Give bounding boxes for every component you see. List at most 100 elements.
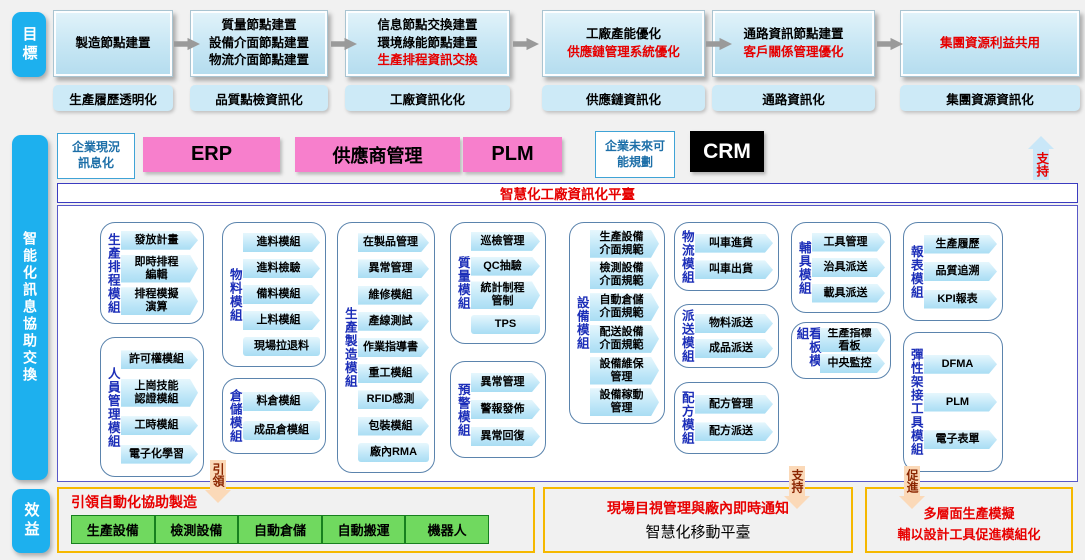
module-chip: KPI報表: [924, 290, 997, 309]
module-chip-list: 生產指標 看板中央監控: [820, 327, 885, 374]
module-chip: 作業指導書: [358, 338, 429, 357]
exchange-rail: 智能化訊息協助交換: [12, 135, 48, 480]
module-chip: 治具派送: [812, 258, 885, 277]
module-chip: 叫車進貨: [695, 234, 773, 253]
module-group-label: 質量模組: [455, 256, 470, 310]
module-chip-list: 生產設備 介面規範檢測設備 介面規範自動倉儲 介面規範配送設備 介面規範設備維保…: [590, 227, 659, 419]
benefit-item: 自動倉儲: [238, 515, 322, 544]
module-group-recipe: 配方模組配方管理配方派送: [674, 382, 779, 454]
module-chip: 電子化學習: [121, 445, 198, 464]
benefit-item: 機器人: [405, 515, 489, 544]
benefit-box-automation: 引領自動化協助製造 生產設備檢測設備自動倉儲自動搬運機器人: [57, 487, 535, 553]
flow-stage-line: 製造節點建置: [75, 35, 151, 50]
flow-stage-line: 環境綠能節點建置: [377, 35, 478, 50]
module-chip-list: 物料派送成品派送: [695, 309, 773, 363]
promote-arrow-label: 促進: [904, 466, 920, 496]
module-chip: 設備維保 管理: [590, 357, 659, 385]
system-box-plm: PLM: [463, 137, 562, 172]
flow-stage-box: 質量節點建置設備介面節點建置物流介面節點建置: [190, 10, 328, 77]
flow-arrow-icon: [513, 37, 539, 51]
flow-stage-box: 通路資訊節點建置客戶關係管理優化: [712, 10, 875, 77]
module-group-material: 物料模組進料模組進料檢驗備料模組上料模組現場拉退料: [222, 222, 326, 367]
flow-stage-line: 客戶關係管理優化: [743, 44, 844, 59]
module-chip: 成品倉模組: [243, 421, 320, 440]
module-chip: 生產指標 看板: [820, 328, 885, 352]
module-chip: QC抽驗: [471, 257, 540, 276]
module-chip-list: 工具管理治具派送載具派送: [812, 227, 885, 308]
flow-stage-line: 物流介面節點建置: [208, 53, 309, 68]
flow-stage-line: 生產排程資訊交換: [377, 53, 478, 68]
module-group-label: 生產製造模組: [342, 307, 357, 388]
platform-banner: 智慧化工廠資訊化平臺: [57, 183, 1078, 203]
module-chip: 配方管理: [695, 395, 773, 414]
module-chip: 發放計畫: [121, 231, 198, 250]
benefit-item: 檢測設備: [154, 515, 239, 544]
flow-stage-line: 集團資源利益共用: [939, 35, 1040, 50]
arrow-head-down: [899, 496, 925, 509]
module-group-label: 人員管理模組: [105, 366, 120, 448]
module-chip: 異常管理: [471, 373, 540, 392]
module-chip: RFID感測: [358, 390, 429, 409]
module-chip: 配送設備 介面規範: [590, 325, 659, 353]
module-chip: 工具管理: [812, 233, 885, 252]
module-group-label: 設備模組: [574, 296, 589, 350]
flow-stage-line: 質量節點建置: [221, 18, 297, 33]
module-chip: TPS: [471, 315, 540, 335]
module-chip-list: 異常管理警報發佈異常回復: [471, 366, 540, 453]
module-chip: 電子表單: [924, 430, 997, 449]
goal-rail-label: 目標: [20, 25, 38, 64]
flow-result-box: 工廠資訊化化: [345, 85, 510, 111]
module-chip: 設備稼動 管理: [590, 388, 659, 416]
current-state-box: 企業現況 訊息化: [57, 133, 135, 179]
arrow-head-down: [205, 490, 231, 503]
benefit-item: 自動搬運: [321, 515, 406, 544]
module-group-label: 彈性架接工具模組: [908, 348, 923, 456]
module-chip-list: 料倉模組成品倉模組: [243, 383, 320, 449]
benefit-button-row: 生產設備檢測設備自動倉儲自動搬運機器人: [59, 512, 533, 544]
module-group-label: 看板模組: [794, 327, 822, 368]
benefit-item: 生產設備: [71, 515, 155, 544]
module-group-dispatch: 派送模組物料派送成品派送: [674, 304, 779, 368]
arrow-head-down: [784, 496, 810, 509]
module-group-production-scheduling: 生產排程模組發放計畫即時排程 編輯排程模擬 演算: [100, 222, 204, 324]
module-chip: 包裝模組: [358, 417, 429, 436]
flow-stage-line: 工廠產能優化: [585, 27, 661, 41]
module-chip: 異常管理: [358, 259, 429, 278]
benefit-box-visual-title: 現場目視管理與廠內即時通知: [607, 500, 789, 516]
module-chip: 中央監控: [820, 354, 885, 373]
benefit-box-simulation-line1: 多層面生產模擬: [923, 506, 1015, 521]
flow-stage-box: 工廠產能優化供應鏈管理系統優化: [542, 10, 705, 77]
module-group-warehouse: 倉儲模組料倉模組成品倉模組: [222, 378, 326, 454]
benefit-box-visual-subtitle: 智慧化移動平臺: [645, 524, 751, 541]
module-chip-list: 叫車進貨叫車出貨: [695, 227, 773, 286]
module-chip: 排程模擬 演算: [121, 287, 198, 315]
module-chip-list: 許可權模組上崗技能 認證模組工時模組電子化學習: [121, 342, 198, 472]
flow-stage-line: 設備介面節點建置: [208, 35, 309, 50]
benefit-rail: 效益: [12, 489, 50, 553]
module-chip: 許可權模組: [121, 350, 198, 369]
module-chip: 進料檢驗: [243, 259, 320, 278]
module-group-logistics: 物流模組叫車進貨叫車出貨: [674, 222, 779, 291]
module-group-label: 配方模組: [679, 391, 694, 445]
module-chip: 上料模組: [243, 311, 320, 330]
system-box-supplier-management: 供應商管理: [295, 137, 460, 172]
system-box-crm: CRM: [690, 131, 764, 172]
module-chip: 在製品管理: [358, 233, 429, 252]
module-chip: 配方派送: [695, 422, 773, 441]
module-chip: 工時模組: [121, 416, 198, 435]
future-plan-box: 企業未來可 能規劃: [595, 131, 675, 178]
module-chip: 現場拉退料: [243, 337, 320, 356]
flow-stage-box: 製造節點建置: [53, 10, 173, 77]
module-group-label: 輔具模組: [796, 240, 811, 295]
module-group-personnel-management: 人員管理模組許可權模組上崗技能 認證模組工時模組電子化學習: [100, 337, 204, 477]
module-chip-list: 發放計畫即時排程 編輯排程模擬 演算: [121, 227, 198, 319]
module-chip: 檢測設備 介面規範: [590, 261, 659, 289]
module-chip: 重工模組: [358, 364, 429, 383]
module-group-label: 物流模組: [679, 229, 694, 284]
module-chip: 上崗技能 認證模組: [121, 379, 198, 407]
module-chip: 自動倉儲 介面規範: [590, 293, 659, 321]
